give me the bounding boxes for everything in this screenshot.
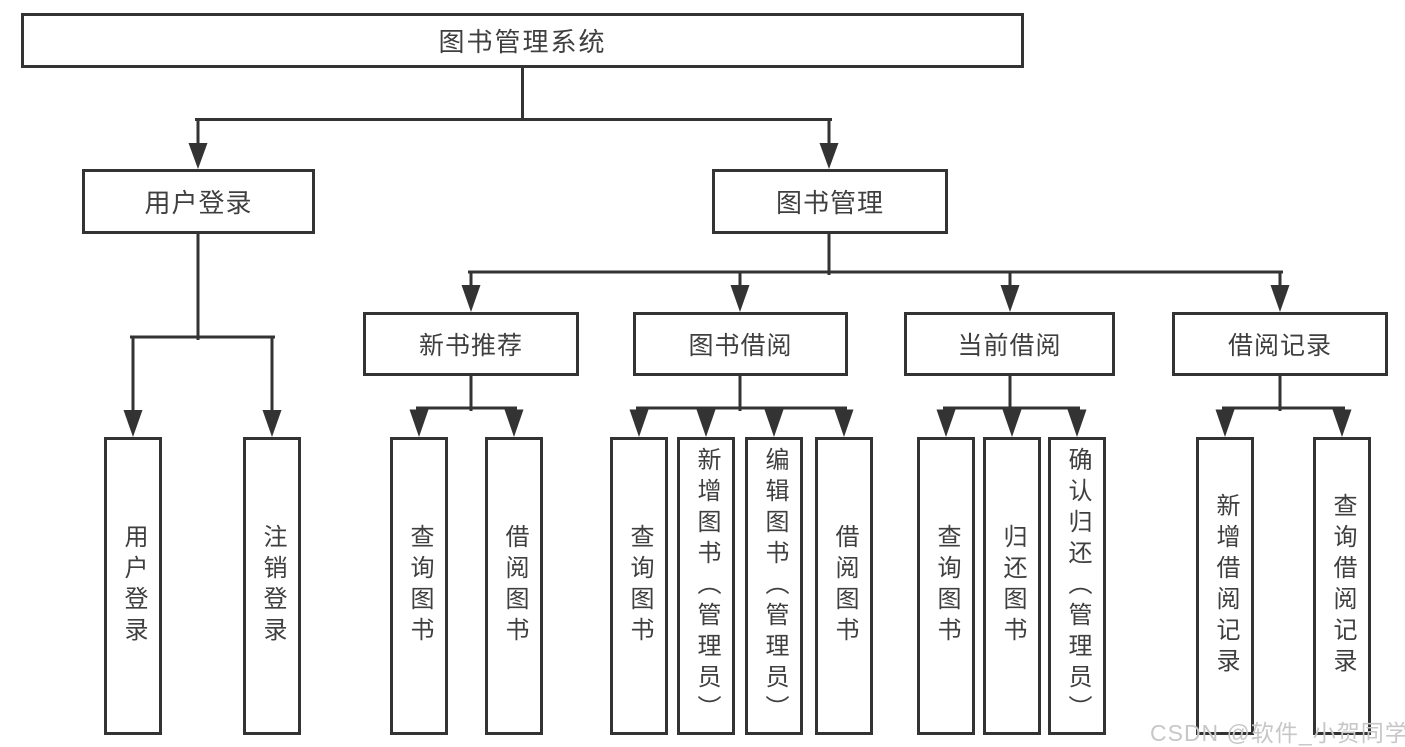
connector-bookborrow-to-leaves <box>629 368 854 437</box>
connector-root-to-level2 <box>188 66 839 169</box>
connector-records-to-leaves <box>1215 368 1352 437</box>
node-user-login: 用户登录 <box>82 169 315 234</box>
node-borrow-records: 借阅记录 <box>1172 312 1388 376</box>
node-label: 新增图书（管理员） <box>693 446 720 726</box>
node-label: 当前借阅 <box>957 332 1062 360</box>
node-label: 确认归还（管理员） <box>1064 446 1091 726</box>
node-leaf-logout: 注销登录 <box>243 437 301 735</box>
node-leaf-return-books: 归还图书 <box>983 437 1041 735</box>
node-leaf-confirm-return-admin: 确认归还（管理员） <box>1048 437 1106 735</box>
node-label: 用户登录 <box>144 188 253 218</box>
connector-newbooks-to-leaves <box>409 368 524 437</box>
csdn-watermark: CSDN @软件_小贺同学 <box>1150 720 1405 746</box>
node-new-book-recommend: 新书推荐 <box>363 312 579 376</box>
node-label: 注销登录 <box>259 524 286 648</box>
node-leaf-user-login: 用户登录 <box>104 437 162 735</box>
connector-userlogin-to-leaves <box>123 232 282 437</box>
node-label: 查询图书 <box>626 524 653 648</box>
node-label: 借阅图书 <box>501 524 528 648</box>
node-leaf-borrow-books-2: 借阅图书 <box>815 437 873 735</box>
node-leaf-query-borrow-record: 查询借阅记录 <box>1313 437 1371 735</box>
connector-bookmgmt-to-level3 <box>461 232 1290 312</box>
node-label: 新书推荐 <box>418 332 523 360</box>
node-leaf-query-books-2: 查询图书 <box>610 437 668 735</box>
node-leaf-query-books-3: 查询图书 <box>917 437 975 735</box>
node-root: 图书管理系统 <box>21 13 1024 68</box>
node-label: 新增借阅记录 <box>1212 493 1239 679</box>
node-label: 编辑图书（管理员） <box>761 446 788 726</box>
node-label: 查询借阅记录 <box>1329 493 1356 679</box>
node-current-borrow: 当前借阅 <box>904 312 1115 376</box>
node-label: 借阅图书 <box>831 524 858 648</box>
node-leaf-add-borrow-record: 新增借阅记录 <box>1196 437 1254 735</box>
node-leaf-query-books-1: 查询图书 <box>390 437 448 735</box>
connector-currentborrow-to-leaves <box>936 368 1087 437</box>
node-label: 查询图书 <box>933 524 960 648</box>
node-leaf-add-books-admin: 新增图书（管理员） <box>677 437 735 735</box>
node-label: 借阅记录 <box>1227 332 1332 360</box>
node-book-management: 图书管理 <box>712 169 948 234</box>
node-label: 图书管理系统 <box>438 27 607 57</box>
node-leaf-borrow-books-1: 借阅图书 <box>485 437 543 735</box>
node-label: 查询图书 <box>406 524 433 648</box>
node-label: 图书借阅 <box>688 332 793 360</box>
node-book-borrow: 图书借阅 <box>633 312 848 376</box>
node-label: 用户登录 <box>120 524 147 648</box>
node-leaf-edit-books-admin: 编辑图书（管理员） <box>745 437 803 735</box>
node-label: 归还图书 <box>999 524 1026 648</box>
node-label: 图书管理 <box>775 188 884 218</box>
